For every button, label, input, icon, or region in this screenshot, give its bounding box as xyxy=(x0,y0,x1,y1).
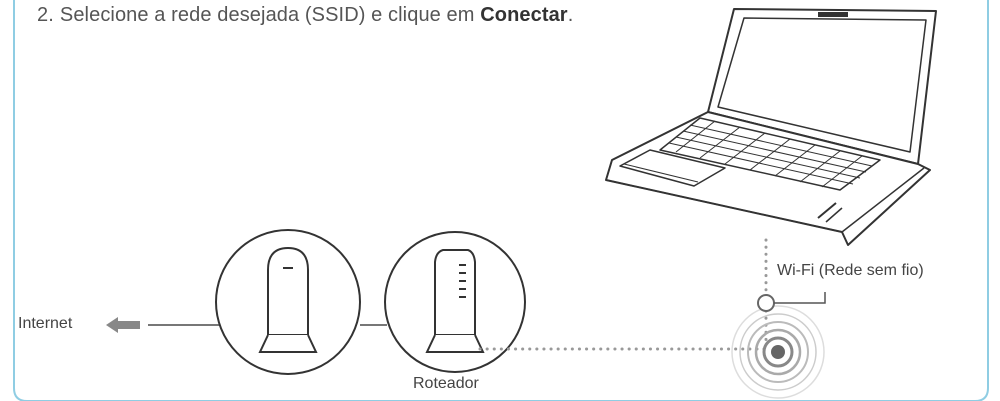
modem-icon xyxy=(215,229,361,375)
internet-arrow-icon xyxy=(106,317,222,333)
step-text: Selecione a rede desejada (SSID) e cliqu… xyxy=(59,4,475,26)
connect-keyword: Conectar xyxy=(480,4,568,26)
wireless-signal-path xyxy=(478,238,770,351)
step-period: . xyxy=(567,4,574,26)
router-label: Roteador xyxy=(413,375,479,392)
wifi-waves-icon xyxy=(731,305,825,399)
frame-border xyxy=(13,0,989,401)
antenna-marker-icon xyxy=(757,292,826,312)
instruction-step: 2.Selecione a rede desejada (SSID) e cli… xyxy=(37,4,573,27)
router-icon xyxy=(384,231,526,373)
laptop-icon xyxy=(605,8,937,246)
step-number: 2. xyxy=(37,4,54,26)
internet-label: Internet xyxy=(18,315,73,332)
wifi-label: Wi-Fi (Rede sem fio) xyxy=(777,262,924,279)
